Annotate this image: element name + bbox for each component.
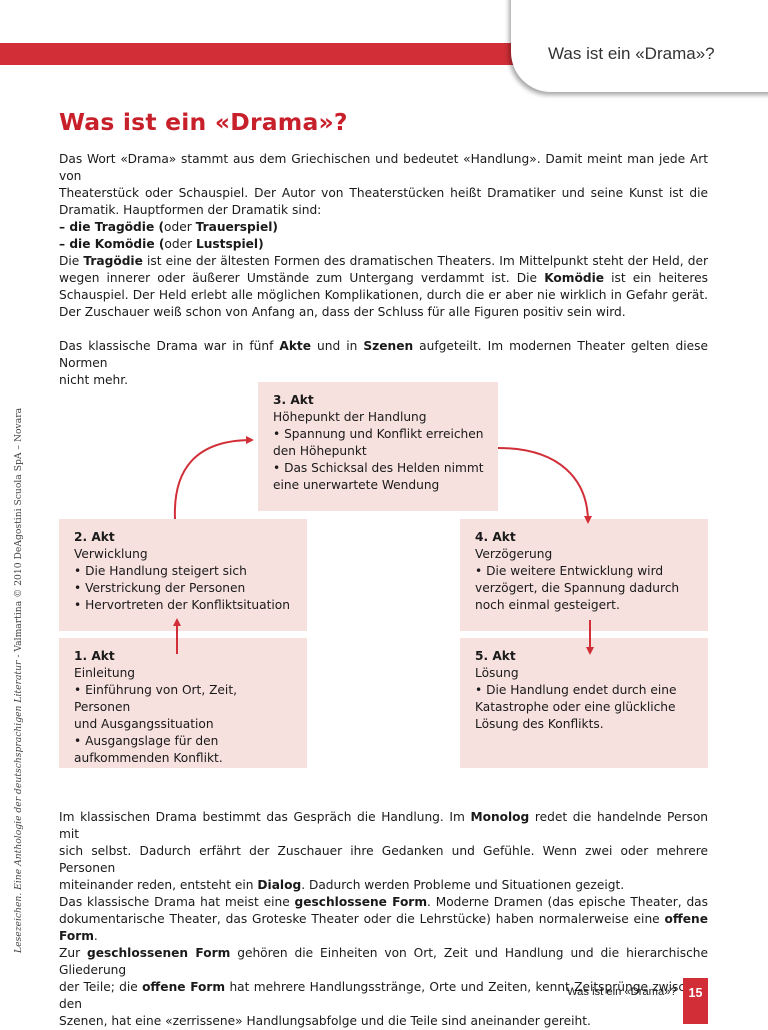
act-bullet: • Die weitere Entwicklung wird	[475, 564, 664, 578]
act-3-box: 3. Akt Höhepunkt der Handlung • Spannung…	[258, 382, 498, 511]
act-bullet: • Ausgangslage für den	[74, 734, 219, 748]
act-bullet: aufkommenden Konflikt.	[74, 751, 223, 765]
text-line: – die Tragödie (oder Trauerspiel)	[59, 220, 278, 234]
act-title: 1. Akt	[74, 649, 115, 663]
act-bullet: • Einführung von Ort, Zeit, Personen	[74, 683, 237, 714]
structure-paragraph: Das klassische Drama war in fünf Akte un…	[59, 338, 708, 389]
side-credit-rest: - Valmartina © 2010 DeAgostini Scuola Sp…	[13, 407, 24, 661]
text-line: Im klassischen Drama bestimmt das Gesprä…	[59, 810, 709, 841]
act-5-box: 5. Akt Lösung • Die Handlung endet durch…	[460, 638, 708, 768]
text-line: der Teile; die offene Form hat mehrere H…	[59, 980, 709, 1011]
text-line: – die Komödie (oder Lustspiel)	[59, 237, 264, 251]
text-line: Das klassische Drama hat meist eine gesc…	[59, 895, 709, 909]
text-line: wegen innerer oder äußerer Umstände zum …	[59, 271, 708, 285]
side-credit: Lesezeichen. Eine Anthologie der deutsch…	[13, 408, 29, 953]
text-line: Das Wort «Drama» stammt aus dem Griechis…	[59, 152, 708, 183]
header-tab	[511, 0, 768, 92]
act-4-box: 4. Akt Verzögerung • Die weitere Entwick…	[460, 519, 708, 631]
page-title: Was ist ein «Drama»?	[59, 108, 348, 136]
act-title: 3. Akt	[273, 393, 314, 407]
act-2-box: 2. Akt Verwicklung • Die Handlung steige…	[59, 519, 307, 631]
text-line: dokumentarische Theater, das Groteske Th…	[59, 912, 708, 943]
text-line: Szenen, hat eine «zerrissene» Handlungsa…	[59, 1014, 591, 1028]
act-bullet: verzögert, die Spannung dadurch	[475, 581, 680, 595]
intro-paragraph: Das Wort «Drama» stammt aus dem Griechis…	[59, 151, 708, 253]
act-title: 5. Akt	[475, 649, 516, 663]
text-line: Die Tragödie ist eine der ältesten Forme…	[59, 254, 708, 268]
text-line: sich selbst. Dadurch erfährt der Zuschau…	[59, 844, 708, 875]
act-subtitle: Höhepunkt der Handlung	[273, 410, 427, 424]
act-title: 2. Akt	[74, 530, 115, 544]
text-line: nicht mehr.	[59, 373, 129, 387]
act-subtitle: Verzögerung	[475, 547, 553, 561]
act-subtitle: Lösung	[475, 666, 519, 680]
act-bullet: Lösung des Konflikts.	[475, 717, 604, 731]
act-bullet: • Das Schicksal des Helden nimmt	[273, 461, 484, 475]
arrow-act3-to-act4	[497, 447, 592, 524]
text-line: Theaterstück oder Schauspiel. Der Autor …	[59, 186, 708, 200]
act-bullet: eine unerwartete Wendung	[273, 478, 440, 492]
header-title: Was ist ein «Drama»?	[548, 44, 715, 63]
act-bullet: • Hervortreten der Konfliktsituation	[74, 598, 290, 612]
text-line: Dramatik. Hauptformen der Dramatik sind:	[59, 203, 322, 217]
text-line: miteinander reden, entsteht ein Dialog. …	[59, 878, 625, 892]
act-subtitle: Einleitung	[74, 666, 136, 680]
text-line: Zur geschlossenen Form gehören die Einhe…	[59, 946, 708, 977]
text-line: Schauspiel. Der Held erlebt alle möglich…	[59, 288, 708, 302]
text-line: Das klassische Drama war in fünf Akte un…	[59, 339, 708, 370]
act-bullet: noch einmal gesteigert.	[475, 598, 620, 612]
act-bullet: Katastrophe oder eine glückliche	[475, 700, 676, 714]
act-subtitle: Verwicklung	[74, 547, 148, 561]
text-line: Der Zuschauer weiß schon von Anfang an, …	[59, 305, 626, 319]
side-credit-italic: Lesezeichen. Eine Anthologie der deutsch…	[13, 660, 24, 953]
act-title: 4. Akt	[475, 530, 516, 544]
act-bullet: und Ausgangssituation	[74, 717, 214, 731]
act-1-box: 1. Akt Einleitung • Einführung von Ort, …	[59, 638, 307, 768]
page-number: 15	[683, 978, 708, 1024]
footer-title: Was ist ein «Drama»?	[567, 986, 677, 998]
act-bullet: • Verstrickung der Personen	[74, 581, 246, 595]
act-bullet: • Die Handlung steigert sich	[74, 564, 247, 578]
act-bullet: • Spannung und Konflikt erreichen	[273, 427, 484, 441]
act-bullet: • Die Handlung endet durch eine	[475, 683, 677, 697]
tragedy-comedy-paragraph: Die Tragödie ist eine der ältesten Forme…	[59, 253, 708, 321]
arrow-act2-to-act3	[173, 436, 254, 520]
act-bullet: den Höhepunkt	[273, 444, 367, 458]
